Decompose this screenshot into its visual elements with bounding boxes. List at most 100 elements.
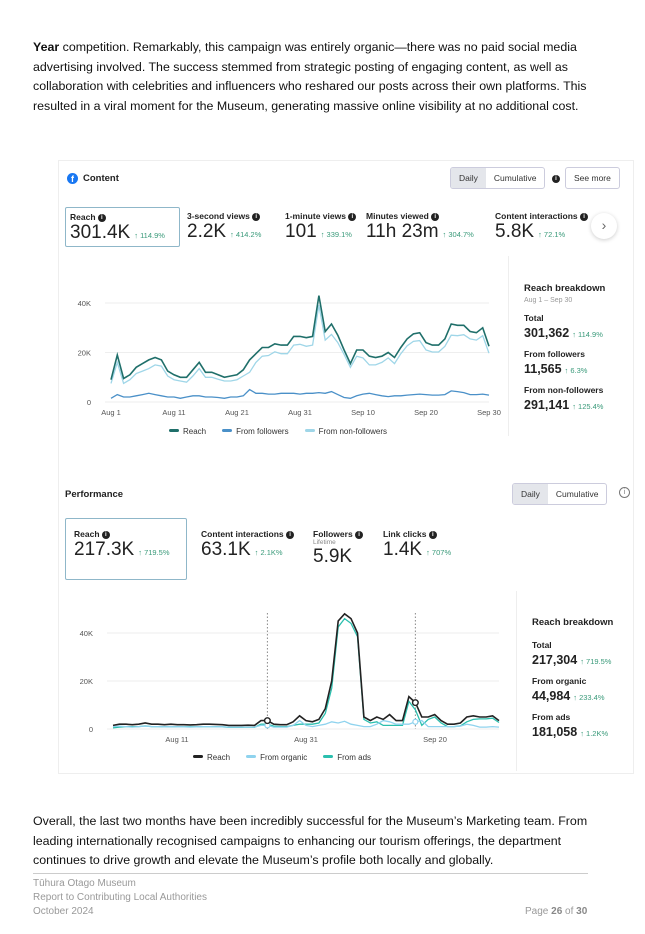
- metric-change: ↑ 707%: [426, 548, 452, 557]
- toggle-cumulative[interactable]: Cumulative: [555, 489, 599, 499]
- see-more-button[interactable]: See more: [565, 167, 620, 189]
- footer-date: October 2024: [33, 906, 94, 917]
- metric-change: ↑ 414.2%: [230, 230, 262, 239]
- metric-label: Reach: [74, 529, 100, 539]
- info-outline-icon[interactable]: i: [619, 487, 630, 498]
- x-tick-label: Aug 1: [101, 408, 121, 417]
- performance-chart-legend: Reach From organic From ads: [193, 753, 371, 762]
- series-line-from-non-followers: [110, 304, 490, 385]
- info-icon: i: [355, 531, 364, 539]
- performance-period-toggle: Daily Cumulative: [512, 483, 608, 505]
- intro-bold: Year: [33, 40, 60, 54]
- metric-value: 11h 23m: [366, 221, 439, 242]
- y-tick-label: 40K: [80, 629, 93, 638]
- breakdown-change: ↑ 125.4%: [572, 402, 604, 411]
- metric-label: Content interactions: [201, 529, 284, 539]
- metric-value: 301.4K: [70, 222, 131, 243]
- breakdown-title: Reach breakdown: [524, 283, 606, 294]
- info-icon: i: [97, 214, 106, 222]
- y-tick-label: 0: [87, 398, 91, 407]
- breakdown-label: Total: [532, 640, 552, 650]
- y-tick-label: 0: [89, 725, 93, 734]
- info-icon: i: [428, 531, 437, 539]
- info-icon: i: [348, 213, 357, 221]
- breakdown-change: ↑ 1.2K%: [580, 729, 609, 738]
- page-number: Page 26 of 30: [525, 906, 588, 917]
- reach-point-marker: [263, 717, 271, 725]
- metric-change: ↑ 339.1%: [320, 230, 352, 239]
- footer-org: Tūhura Otago Museum: [33, 878, 136, 889]
- breakdown-range: Aug 1 – Sep 30: [524, 297, 573, 304]
- breakdown-value: 44,984: [532, 689, 571, 703]
- info-icon: i: [431, 213, 440, 221]
- intro-text: competition. Remarkably, this campaign w…: [33, 40, 587, 113]
- y-tick-label: 20K: [78, 349, 91, 358]
- metric-1m-views[interactable]: 1-minute views i 101↑ 339.1%: [285, 211, 357, 243]
- breakdown-change: ↑ 719.5%: [580, 657, 612, 666]
- x-tick-label: Aug 31: [294, 735, 318, 744]
- metric-content-interactions[interactable]: Content interactions i 63.1K↑ 2.1K%: [201, 529, 295, 561]
- metric-value: 101: [285, 221, 317, 242]
- metric-content-interactions[interactable]: Content interactions i 5.8K↑ 72.1%: [495, 211, 589, 243]
- x-tick-label: Sep 10: [351, 408, 375, 417]
- metric-link-clicks[interactable]: Link clicks i 1.4K↑ 707%: [383, 529, 451, 561]
- legend-from-followers: From followers: [222, 427, 289, 436]
- metric-change: ↑ 304.7%: [442, 230, 474, 239]
- performance-reach-breakdown: Reach breakdown Total 217,304↑ 719.5% Fr…: [532, 617, 613, 739]
- metric-label: Link clicks: [383, 529, 427, 539]
- metric-label: Reach: [70, 212, 96, 222]
- divider: [508, 256, 509, 436]
- breakdown-value: 301,362: [524, 326, 570, 340]
- breakdown-label: From followers: [524, 349, 585, 359]
- divider: [516, 591, 517, 771]
- x-tick-label: Aug 31: [288, 408, 312, 417]
- content-chart-legend: Reach From followers From non-followers: [169, 427, 387, 436]
- info-icon: i: [286, 531, 295, 539]
- toggle-daily[interactable]: Daily: [513, 484, 548, 504]
- info-icon: i: [101, 531, 110, 539]
- y-tick-label: 20K: [80, 677, 93, 686]
- x-tick-label: Sep 20: [414, 408, 438, 417]
- x-tick-label: Sep 30: [477, 408, 501, 417]
- breakdown-change: ↑ 114.9%: [572, 330, 603, 339]
- breakdown-value: 181,058: [532, 725, 578, 739]
- breakdown-value: 11,565: [524, 362, 562, 376]
- x-tick-label: Aug 11: [165, 735, 188, 744]
- series-line-reach: [110, 295, 490, 380]
- metric-value: 5.9K: [313, 546, 353, 567]
- breakdown-label: From ads: [532, 712, 571, 722]
- metric-label: 1-minute views: [285, 211, 346, 221]
- breakdown-change: ↑ 6.3%: [564, 366, 588, 375]
- x-tick-label: Sep 20: [423, 735, 447, 744]
- toggle-cumulative[interactable]: Cumulative: [493, 173, 537, 183]
- breakdown-label: From organic: [532, 676, 587, 686]
- metric-value: 2.2K: [187, 221, 227, 242]
- metric-reach[interactable]: Reach i 301.4K↑ 114.9%: [65, 207, 180, 247]
- legend-from-non-followers: From non-followers: [304, 427, 387, 436]
- metric-label: Followers: [313, 529, 353, 539]
- content-title: Content: [83, 173, 119, 184]
- legend-from-organic: From organic: [246, 753, 307, 762]
- legend-from-ads: From ads: [323, 753, 371, 762]
- y-tick-label: 40K: [78, 299, 91, 308]
- dashboard-screenshot: f Content Daily Cumulative i See more Re…: [58, 160, 634, 774]
- metric-minutes-viewed[interactable]: Minutes viewed i 11h 23m↑ 304.7%: [366, 211, 474, 243]
- metric-label: Minutes viewed: [366, 211, 429, 221]
- breakdown-value: 217,304: [532, 653, 578, 667]
- series-line-from-organic: [112, 719, 500, 728]
- metric-reach[interactable]: Reach i 217.3K↑ 719.5%: [65, 518, 187, 580]
- organic-point-marker: [412, 718, 419, 725]
- footer-report: Report to Contributing Local Authorities: [33, 892, 207, 903]
- metric-followers[interactable]: Followers i Lifetime 5.9K: [313, 529, 364, 568]
- next-metrics-chevron-icon[interactable]: ›: [591, 213, 617, 239]
- intro-paragraph: Year competition. Remarkably, this campa…: [33, 38, 603, 116]
- reach-point-marker: [411, 699, 419, 707]
- toggle-daily[interactable]: Daily: [451, 168, 486, 188]
- metric-3s-views[interactable]: 3-second views i 2.2K↑ 414.2%: [187, 211, 261, 243]
- legend-reach: Reach: [193, 753, 230, 762]
- legend-reach: Reach: [169, 427, 206, 436]
- info-icon[interactable]: i: [552, 175, 560, 183]
- metric-value: 1.4K: [383, 539, 423, 560]
- metric-change: ↑ 72.1%: [538, 230, 566, 239]
